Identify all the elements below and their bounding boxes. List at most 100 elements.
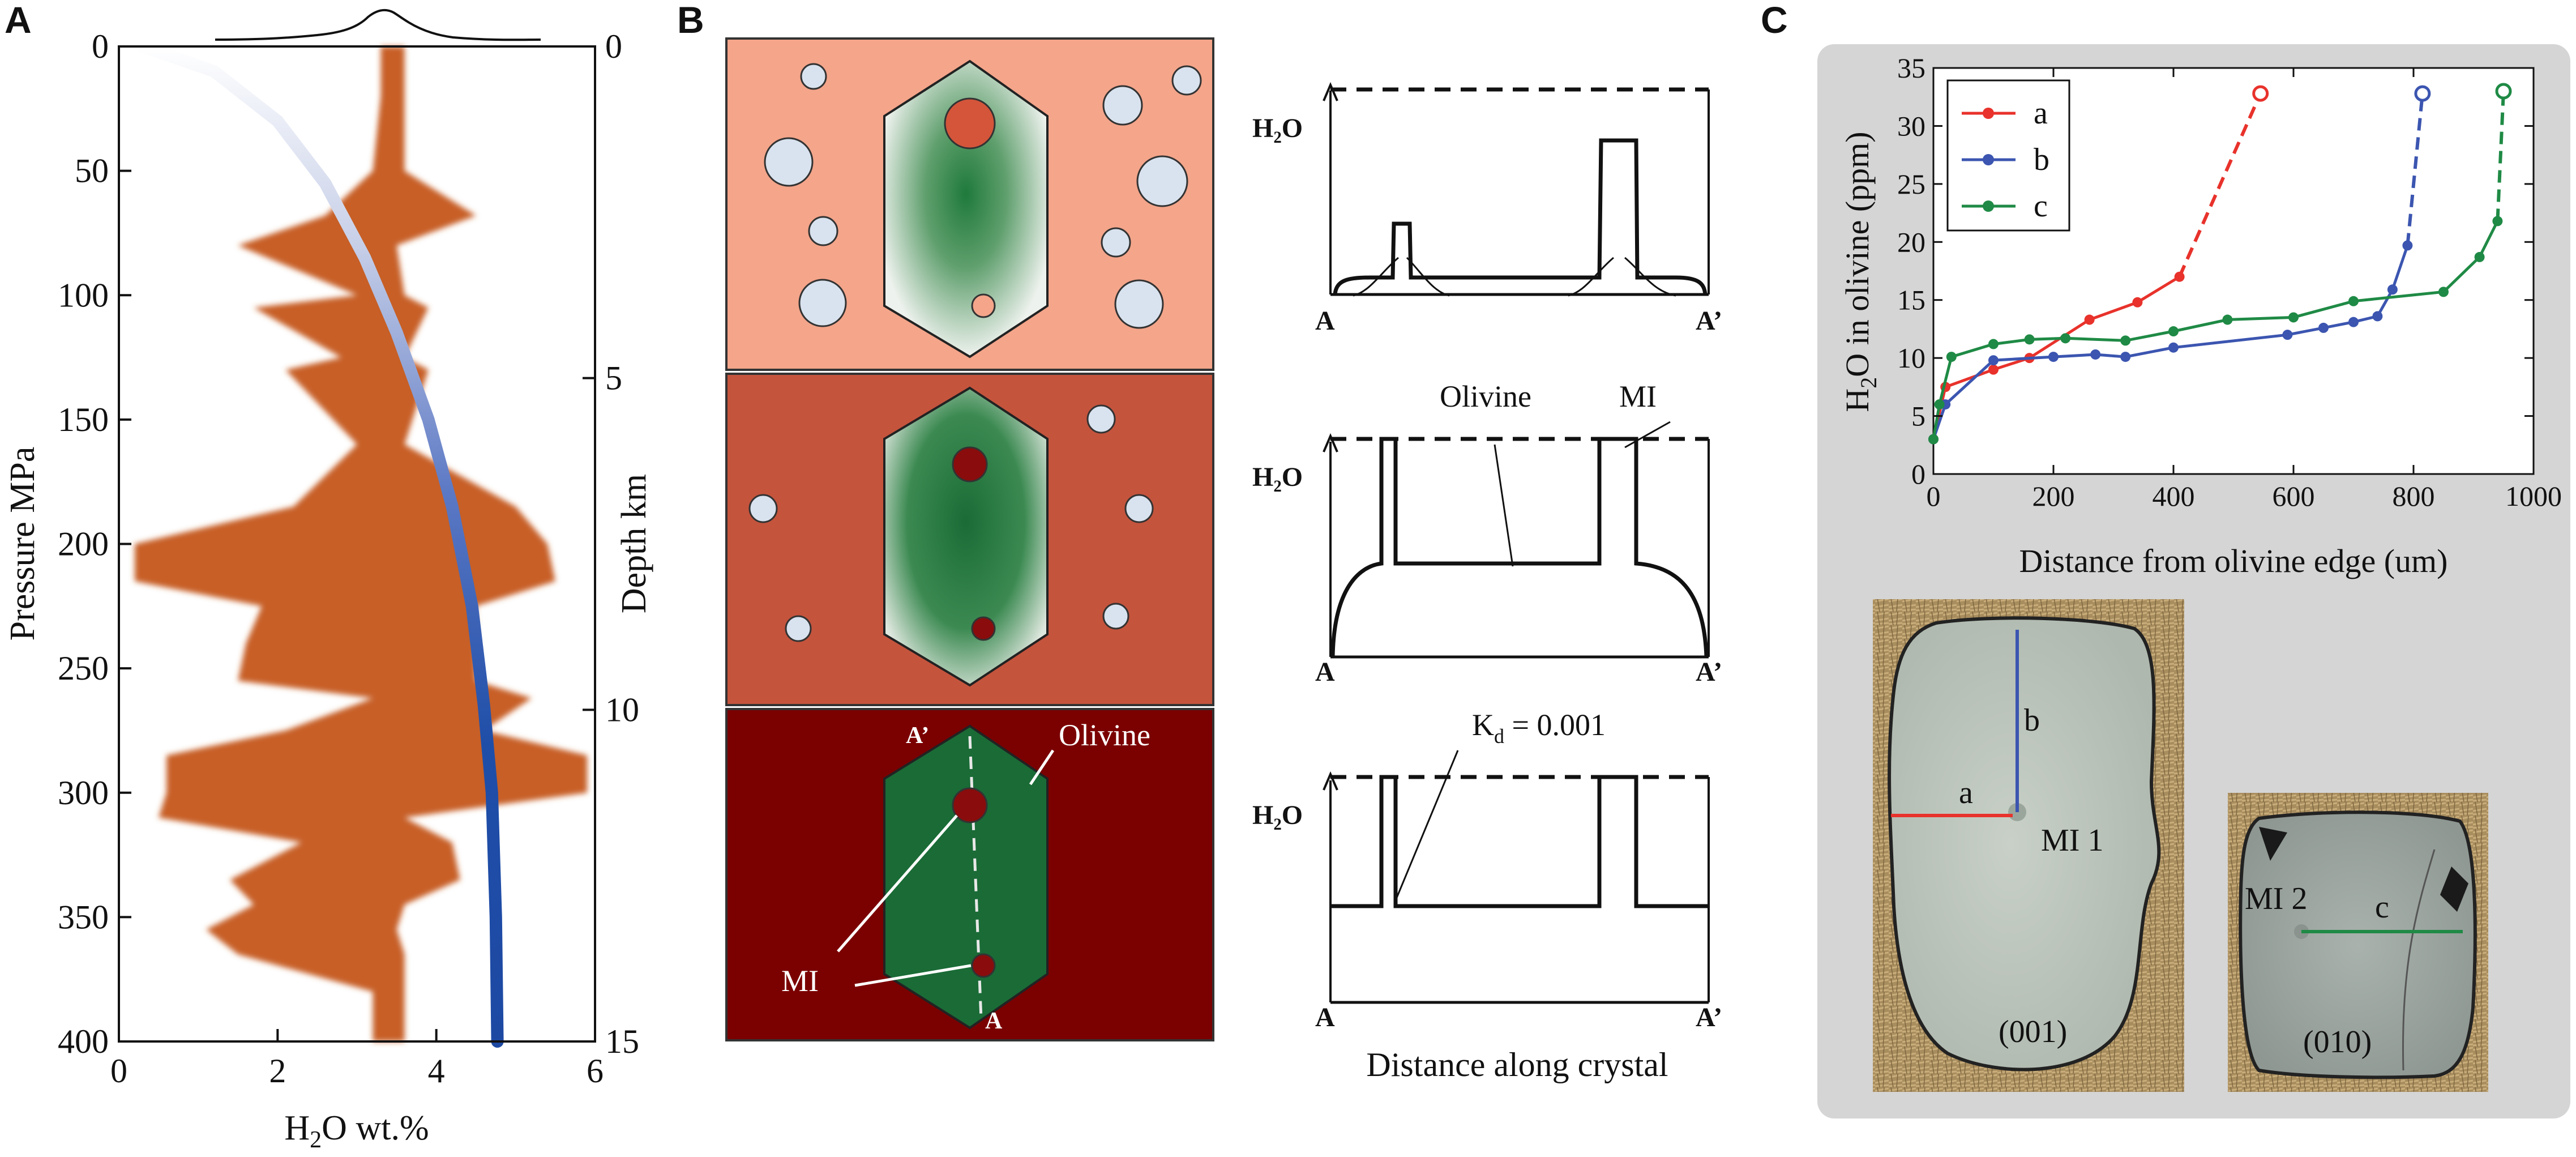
a-x-tick-label: 0 [110,1052,127,1090]
panel-a-marginal-curve [215,8,541,41]
series-c-point [2438,287,2449,297]
a-y-tick-label: 50 [75,152,109,190]
bubble [748,494,778,523]
photo2-dark-inclusion [2259,827,2287,861]
c-y-tick-label: 0 [1911,458,1925,490]
series-b-point [2318,322,2329,333]
series-c-point [2348,296,2359,306]
series-c-point [1946,352,1957,362]
c-x-tick-label: 1000 [2505,480,2562,512]
a-y-tick-label: 250 [58,650,109,687]
a-y-tick-label: 150 [58,401,109,438]
a-y-tick-label: 300 [58,774,109,812]
panel-b-row1-profile: H₂O A A’ [1252,82,1722,336]
row1-h2o-label: H₂O [1252,113,1303,143]
photo2-crack [2402,849,2436,1071]
panel-c-photo-mi1: b a MI 1 (001) [1873,599,2184,1092]
row2-olivine-leader [1494,444,1514,567]
arrow [1406,257,1450,297]
panel-a-xlabel-h: H [284,1109,310,1147]
row1-a-prime-label: A’ [1696,306,1722,336]
row3-mi-label: MI [781,964,819,998]
series-c-point [1928,434,1939,445]
panel-b-row1-crystal-box [725,37,1214,371]
photo2-dark-inclusion [2440,866,2468,912]
row2-a-prime-label: A’ [1696,657,1722,687]
arrow [1624,257,1676,297]
a-x-tick-label: 4 [428,1052,445,1090]
panel-b-row3-crystal-box: MI Olivine A’ A [725,708,1214,1041]
panel-b-distance-label: Distance along crystal [1366,1046,1668,1083]
c-y-tick-label: 30 [1897,110,1925,142]
c-x-tick-label: 200 [2032,480,2075,512]
row2-mi-leader [1624,421,1671,449]
bubble [1102,603,1129,630]
series-b-point [2120,352,2131,362]
legend-marker-b [1983,154,1994,165]
panel-c-ylabel: H2O in olivine (ppm) [1839,131,1881,412]
c-y-tick-label: 5 [1911,400,1925,432]
a-density-distribution [135,46,587,1041]
series-c-point [1934,399,1945,410]
row3-a-prime-label: A’ [906,723,929,749]
photo2-label-mi2: MI 2 [2245,881,2307,916]
panel-a-xlabel-rest: O wt.% [322,1109,429,1147]
series-b-open-endpoint [2414,85,2431,102]
a-y-tick-label: 100 [58,276,109,314]
bubble [785,615,812,642]
photo2-label-c: c [2375,890,2389,925]
panel-b-row2-crystal-box [725,373,1214,706]
row2-olivine-label: Olivine [1440,379,1531,413]
series-c-dashed-extension [2496,91,2505,221]
a-y2-tick-label: 10 [605,691,639,728]
row2-y-arrow [1323,433,1338,452]
row2-h2o-label: H₂O [1252,462,1303,492]
a-y-tick-label: 0 [92,28,109,65]
row1-melt-inclusion-top [944,97,996,150]
a-y2-tick-label: 5 [605,360,622,397]
row2-mi-label: MI [1619,379,1657,413]
series-b-dashed-extension [2406,93,2424,246]
panel-a-ylabel-right: Depth km [615,474,653,613]
series-a-point [2174,271,2185,282]
row3-h2o-label: H₂O [1252,800,1303,830]
row1-melt-inclusion-bottom [971,293,996,318]
bubble [808,216,838,246]
a-y2-tick-label: 0 [605,28,622,65]
row3-y-arrow [1323,771,1338,791]
bubble [1171,65,1202,96]
photo1-label-b: b [2024,703,2040,738]
a-x-tick-label: 2 [269,1052,286,1090]
a-saturation-curve [136,40,504,1048]
series-b-point [2372,311,2383,322]
a-x-tick-label: 6 [587,1052,604,1090]
row3-olivine-crystal [883,724,1049,1030]
photo1-label-mi1: MI 1 [2041,823,2103,858]
kd-k: K [1472,708,1494,742]
panel-c-letter: C [1761,0,1788,41]
c-x-tick-label: 400 [2153,480,2195,512]
series-b-point [2387,284,2398,295]
panel-c-ylabel-rest: O in olivine (ppm) [1839,131,1876,377]
row3-profile-path [1330,775,1709,908]
panel-a-letter: A [5,0,32,41]
series-c-line [1932,220,2499,439]
bubble [1114,279,1164,329]
bubble [764,137,814,187]
row3-kd-leader [1394,750,1459,901]
panel-a-xlabel: H2O wt.% [284,1109,429,1153]
a-y-tick-label: 400 [58,1023,109,1060]
series-b-point [2090,349,2101,360]
panel-a-plot-area [135,40,587,1048]
bubble [1101,227,1131,258]
row2-a-label: A [1315,657,1335,687]
panel-b-row2-profile: Olivine MI H₂O A A’ [1252,379,1722,687]
row2-melt-inclusion-bottom [971,616,996,641]
row1-profile-path [1333,138,1708,295]
panel-b-letter: B [677,0,704,41]
arrow [1568,257,1614,297]
c-x-tick-label: 0 [1927,480,1941,512]
